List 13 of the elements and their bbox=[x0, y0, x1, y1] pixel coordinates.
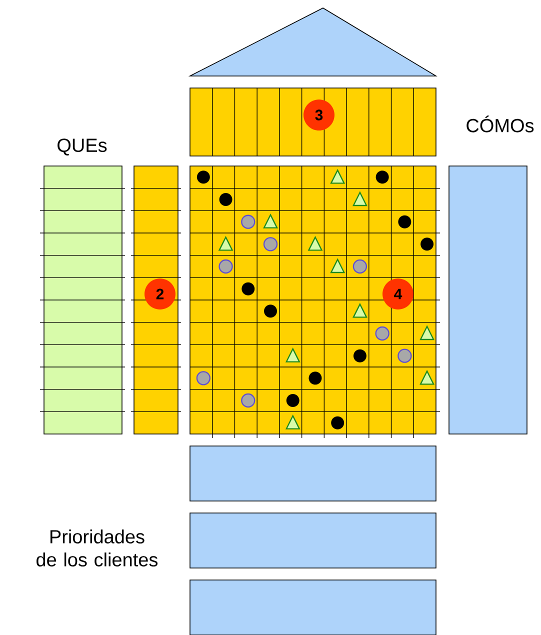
priority-box bbox=[190, 580, 436, 635]
column-band bbox=[190, 88, 436, 156]
callout-number: 3 bbox=[304, 100, 334, 130]
side-label: Prioridades de los clientes bbox=[36, 530, 158, 566]
priority-box bbox=[190, 446, 436, 502]
callout-number: 4 bbox=[382, 278, 414, 310]
column-band bbox=[448, 166, 528, 434]
row-column bbox=[134, 166, 178, 434]
priority-box bbox=[190, 512, 436, 568]
callout-number: 2 bbox=[144, 278, 176, 310]
row-column bbox=[44, 166, 122, 434]
row-heading: QUEs bbox=[58, 138, 107, 156]
column-heading: CÓMOs bbox=[466, 116, 534, 132]
